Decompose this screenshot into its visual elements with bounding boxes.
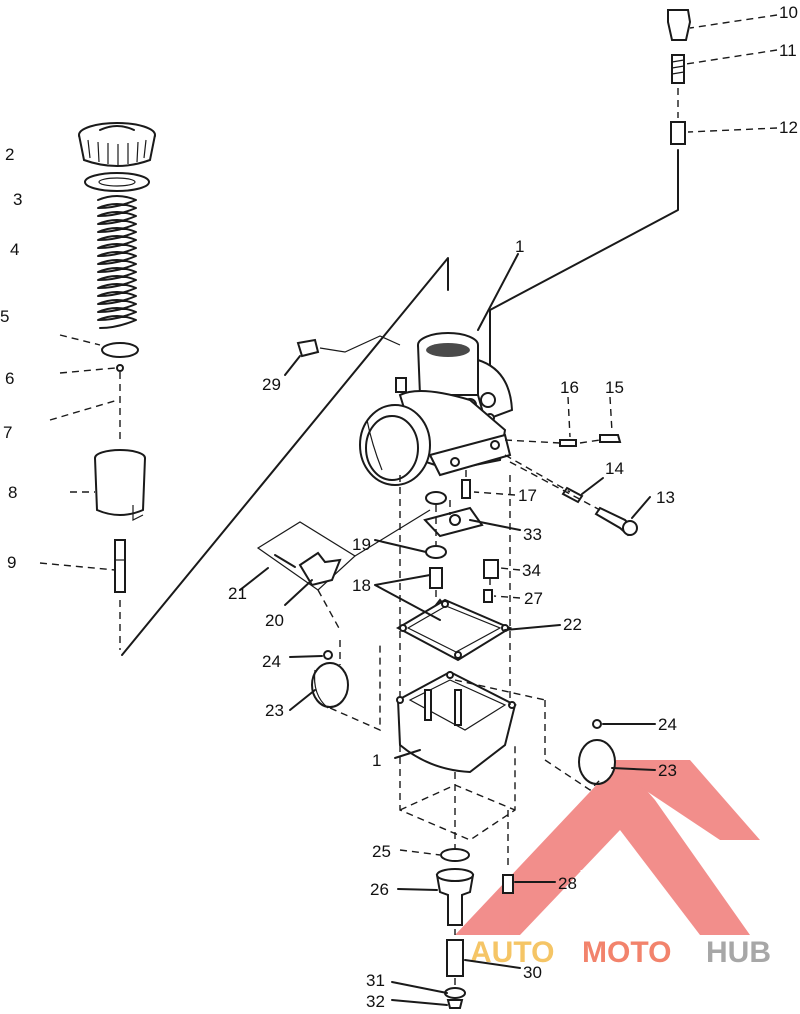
adjustment-screws xyxy=(504,434,638,537)
callout-4: 4 xyxy=(10,240,19,259)
callout-15: 15 xyxy=(605,378,624,397)
choke-cap-part xyxy=(296,335,401,358)
watermark-text-moto: MOTO xyxy=(582,936,671,969)
callout-10: 10 xyxy=(779,3,798,22)
callout-12: 12 xyxy=(779,118,798,137)
washer-part xyxy=(84,172,150,192)
float-right-part xyxy=(544,700,616,791)
callout-8: 8 xyxy=(8,483,17,502)
callout-20: 20 xyxy=(265,611,284,630)
callout-29: 29 xyxy=(262,375,281,394)
jet-needle-part xyxy=(114,539,126,593)
callout-26: 26 xyxy=(370,880,389,899)
callout-9: 9 xyxy=(7,553,16,572)
callout-11: 11 xyxy=(779,41,797,60)
callout-1-top: 1 xyxy=(515,237,524,256)
callout-27: 27 xyxy=(524,589,543,608)
callout-18: 18 xyxy=(352,576,371,595)
callout-31: 31 xyxy=(366,971,385,990)
callout-6: 6 xyxy=(5,369,14,388)
cable-adjuster-assembly xyxy=(489,9,692,396)
leader-lines xyxy=(39,14,778,1006)
callout-32: 32 xyxy=(366,992,385,1011)
spring-part xyxy=(97,195,137,329)
callout-17: 17 xyxy=(518,486,537,505)
callout-28: 28 xyxy=(558,874,577,893)
callout-7: 7 xyxy=(3,423,12,442)
clip-part xyxy=(116,364,124,372)
bottom-parts xyxy=(435,848,514,1009)
watermark-text-hub: HUB xyxy=(706,936,771,969)
callout-16: 16 xyxy=(560,378,579,397)
guide-line-left xyxy=(121,257,449,656)
projection-lines xyxy=(399,475,516,988)
watermark-logo xyxy=(455,760,760,935)
callout-14: 14 xyxy=(605,459,624,478)
callout-5: 5 xyxy=(0,307,9,326)
watermark-text: AUTO MOTO HUB xyxy=(470,936,771,969)
gasket-part xyxy=(395,598,513,662)
callout-34: 34 xyxy=(522,561,541,580)
callout-23-right: 23 xyxy=(658,761,677,780)
float-arm-parts xyxy=(256,509,431,631)
float-left-part xyxy=(311,640,381,732)
callout-33: 33 xyxy=(523,525,542,544)
callout-21: 21 xyxy=(228,584,247,603)
carburetor-body xyxy=(359,332,514,486)
callout-25: 25 xyxy=(372,842,391,861)
callout-13: 13 xyxy=(656,488,675,507)
callout-23-left: 23 xyxy=(265,701,284,720)
slide-part xyxy=(94,449,146,521)
callout-22: 22 xyxy=(563,615,582,634)
callout-labels: 1 1 2 3 4 5 6 7 8 9 10 11 12 13 14 15 16… xyxy=(0,3,798,1011)
callout-1-bottom: 1 xyxy=(372,751,381,770)
callout-30: 30 xyxy=(523,963,542,982)
callout-24-left: 24 xyxy=(262,652,281,671)
throttle-slide-assembly xyxy=(78,122,156,650)
float-bowl-part xyxy=(395,670,546,774)
callout-19: 19 xyxy=(352,535,371,554)
retainer-part xyxy=(101,342,139,358)
callout-24-right: 24 xyxy=(658,715,677,734)
callout-3: 3 xyxy=(13,190,22,209)
guide-line-top xyxy=(489,149,679,396)
callout-2: 2 xyxy=(5,145,14,164)
cap-part xyxy=(78,122,156,167)
